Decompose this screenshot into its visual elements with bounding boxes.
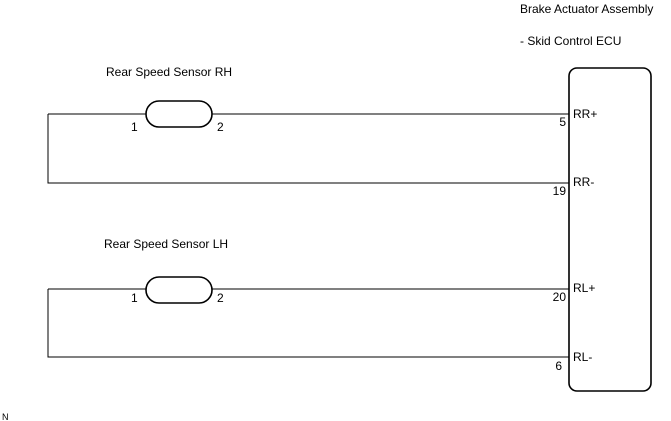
terminal-rr-plus: RR+ bbox=[573, 107, 597, 121]
sensor-lh-pin2: 2 bbox=[217, 291, 224, 305]
footer-code: N bbox=[2, 412, 9, 421]
sensor-rh-pin1: 1 bbox=[131, 120, 138, 134]
terminal-rl-minus: RL- bbox=[573, 350, 592, 364]
pin-number-5: 5 bbox=[559, 115, 566, 129]
sensor-lh-symbol bbox=[145, 276, 213, 304]
pin-number-6: 6 bbox=[555, 359, 562, 373]
sensor-rh-label: Rear Speed Sensor RH bbox=[106, 65, 232, 79]
sensor-lh-pin1: 1 bbox=[131, 291, 138, 305]
pin-number-20: 20 bbox=[553, 290, 567, 304]
ecu-title-line1: Brake Actuator Assembly bbox=[520, 2, 653, 16]
wire-rr-minus bbox=[47, 114, 569, 184]
ecu-box bbox=[568, 67, 652, 392]
terminal-rl-plus: RL+ bbox=[573, 281, 595, 295]
pin-number-19: 19 bbox=[553, 184, 567, 198]
sensor-lh-label: Rear Speed Sensor LH bbox=[104, 237, 228, 251]
terminal-rr-minus: RR- bbox=[573, 175, 594, 189]
wire-rl-minus bbox=[47, 289, 569, 358]
sensor-rh-symbol bbox=[145, 100, 213, 128]
ecu-title-line2: - Skid Control ECU bbox=[520, 34, 621, 48]
sensor-rh-pin2: 2 bbox=[217, 120, 224, 134]
